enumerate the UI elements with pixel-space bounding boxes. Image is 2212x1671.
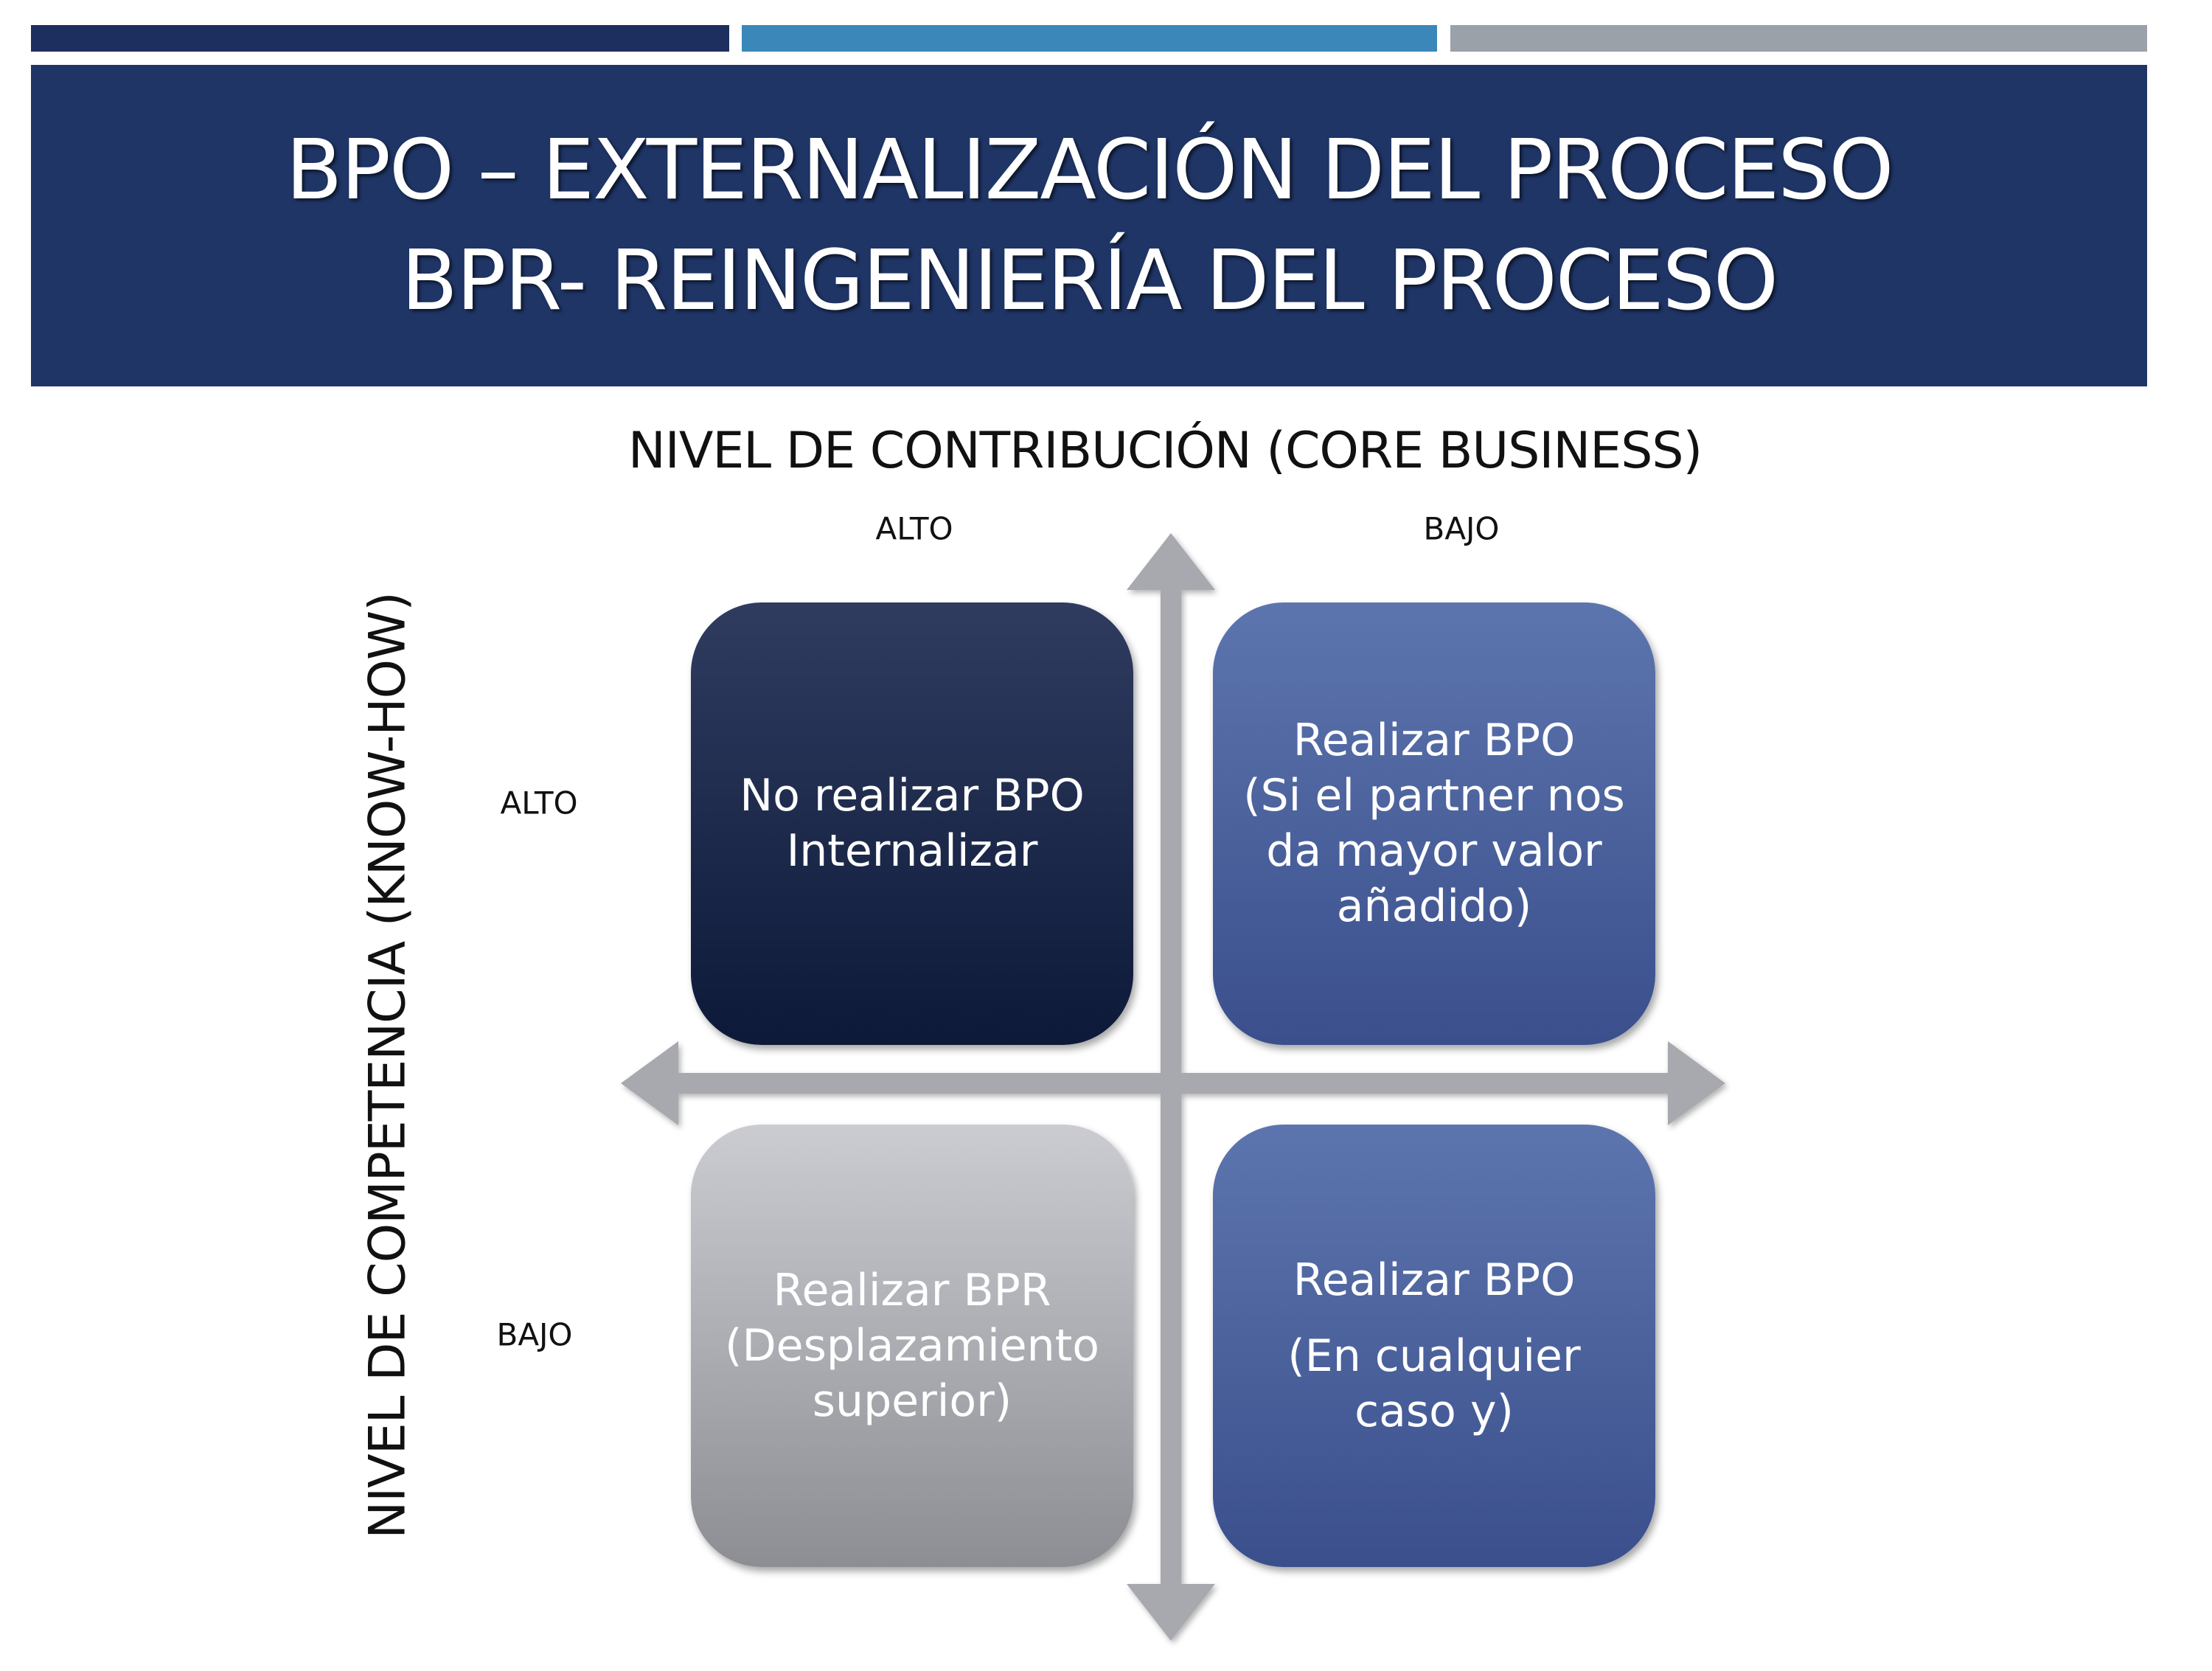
quadrant-text: (Desplazamiento	[725, 1319, 1099, 1372]
quadrant-text: superior)	[812, 1375, 1012, 1427]
accent-bar-gray	[1450, 25, 2147, 52]
y-label-bajo: BAJO	[496, 1316, 573, 1353]
quadrant-text: (En cualquier	[1287, 1330, 1581, 1382]
quadrant-top-right: Realizar BPO (Si el partner nos da mayor…	[1213, 602, 1655, 1045]
x-label-bajo: BAJO	[1423, 510, 1500, 547]
slide-title-line-2: BPR- REINGENIERÍA DEL PROCESO	[400, 233, 1778, 329]
quadrant-text: da mayor valor	[1266, 825, 1602, 877]
slide-title-line-1: BPO – EXTERNALIZACIÓN DEL PROCESO	[285, 122, 1894, 218]
quadrant-text: (Si el partner nos	[1243, 770, 1625, 821]
horizontal-double-arrow	[621, 1041, 1725, 1125]
quadrant-top-left: No realizar BPO Internalizar	[691, 602, 1133, 1045]
x-label-alto: ALTO	[875, 510, 953, 547]
quadrant-text: No realizar BPO	[740, 770, 1085, 821]
quadrant-bottom-right: Realizar BPO (En cualquier caso y)	[1213, 1125, 1655, 1567]
quadrant-text: añadido)	[1336, 880, 1532, 932]
quadrant-text: caso y)	[1354, 1385, 1514, 1437]
accent-bar-blue	[742, 25, 1437, 52]
y-label-alto: ALTO	[500, 785, 578, 821]
quadrant-text: Realizar BPO	[1293, 1254, 1576, 1306]
quadrant-bottom-left: Realizar BPR (Desplazamiento superior)	[691, 1125, 1133, 1567]
quadrant-text: Realizar BPR	[773, 1264, 1051, 1316]
title-banner: BPO – EXTERNALIZACIÓN DEL PROCESO BPR- R…	[31, 65, 2147, 386]
x-axis-title: NIVEL DE CONTRIBUCIÓN (CORE BUSINESS)	[627, 422, 1703, 480]
quadrant-text: Internalizar	[786, 825, 1038, 877]
quadrant-text: Realizar BPO	[1293, 715, 1576, 766]
accent-bar-navy	[31, 25, 729, 52]
